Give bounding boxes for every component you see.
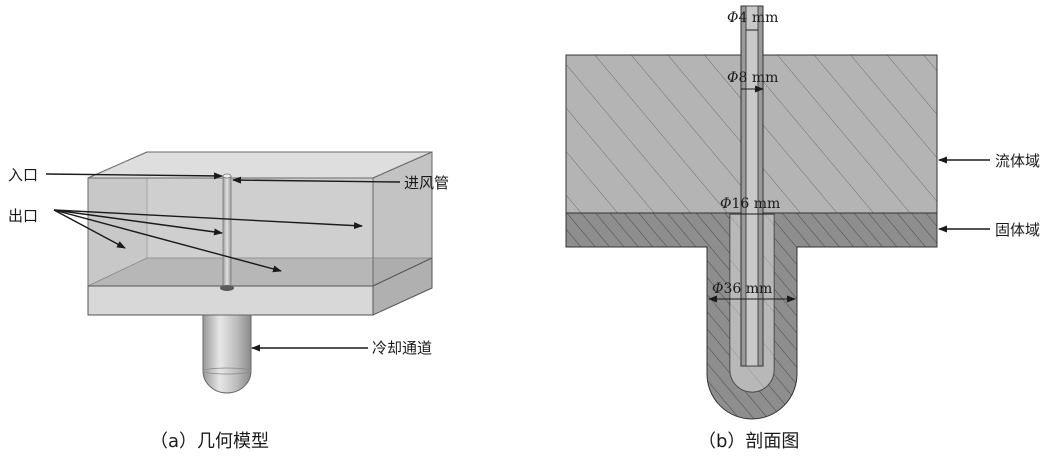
arrow-outlet-2 xyxy=(53,209,223,236)
dim-phi36: Φ36 mm xyxy=(712,281,772,297)
label-inlet: 入口 xyxy=(8,166,38,184)
label-outlet: 出口 xyxy=(8,207,38,225)
caption-panel-b: （b）剖面图 xyxy=(698,431,799,452)
arrow-outlet-4 xyxy=(53,209,363,230)
air-inlet-pipe xyxy=(222,175,232,289)
box-top-face xyxy=(87,151,433,179)
caption-panel-a: （a）几何模型 xyxy=(150,431,269,452)
air-pipe-bore xyxy=(745,5,759,367)
label-fluid-domain: 流体域 xyxy=(995,152,1040,170)
arrow-outlet-1 xyxy=(53,209,126,249)
dim-phi4: Φ4 mm xyxy=(727,10,778,26)
arrow-outlet-3 xyxy=(53,209,282,273)
air-inlet-pipe-top xyxy=(222,173,232,179)
cooling-channel-seam xyxy=(202,367,252,375)
arrow-inlet xyxy=(45,172,223,180)
dim-phi16: Φ16 mm xyxy=(720,196,780,212)
dim-phi8: Φ8 mm xyxy=(727,70,778,86)
label-solid-domain: 固体域 xyxy=(995,221,1040,239)
panel-b-cross-section: Φ4 mm Φ8 mm Φ16 mm Φ36 mm 流体域 固体域 （b）剖面图 xyxy=(565,5,1040,452)
arrow-air-pipe xyxy=(232,176,401,184)
cooling-channel-cylinder xyxy=(202,314,252,394)
label-air-pipe: 进风管 xyxy=(404,174,449,192)
solid-slab-right xyxy=(372,257,433,316)
panel-a-geometry-model: 入口 出口 进风管 冷却通道 （a）几何模型 xyxy=(8,151,449,452)
pipe-floor-hole xyxy=(220,285,234,291)
label-cooling-channel: 冷却通道 xyxy=(372,339,432,357)
